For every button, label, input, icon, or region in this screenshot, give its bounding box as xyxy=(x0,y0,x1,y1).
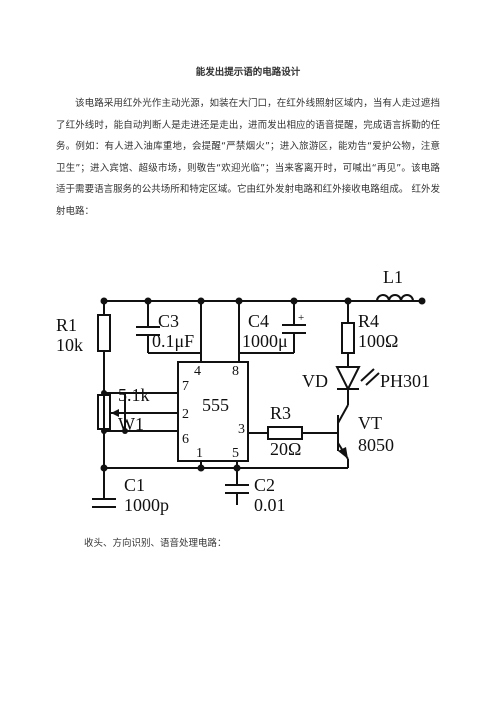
label-c1-value: 1000p xyxy=(124,495,169,515)
label-r1: R1 xyxy=(56,315,77,335)
label-r4-value: 100Ω xyxy=(358,331,398,351)
label-r4: R4 xyxy=(358,311,379,331)
wires xyxy=(92,294,422,508)
label-c2-value: 0.01 xyxy=(254,495,286,515)
label-vd-part: PH301 xyxy=(380,371,430,391)
label-w1: W1 xyxy=(118,414,144,434)
pin-5-label: 5 xyxy=(232,446,239,461)
pin-3-label: 3 xyxy=(238,422,245,437)
label-c3-value: 0.1μF xyxy=(152,331,194,351)
label-l1: L1 xyxy=(383,267,403,287)
pin-1-label: 1 xyxy=(196,446,203,461)
led-symbol xyxy=(335,366,380,392)
label-r3-value: 20Ω xyxy=(270,439,301,459)
label-c3: C3 xyxy=(158,311,179,331)
label-c1: C1 xyxy=(124,475,145,495)
label-c2: C2 xyxy=(254,475,275,495)
label-w1-value: 5.1k xyxy=(118,385,150,405)
pin-2-label: 2 xyxy=(182,407,189,422)
emitter-arrow xyxy=(338,447,348,459)
junction-dots xyxy=(100,297,426,472)
circuit-schematic: L1 R1 10k C3 0.1μF C4 + 1000μ R4 100Ω VD… xyxy=(56,267,430,515)
wiper-arrow xyxy=(111,409,119,417)
receiver-caption: 收头、方向识别、语音处理电路： xyxy=(84,538,227,549)
ic-555-body xyxy=(177,361,249,462)
pin-7-label: 7 xyxy=(182,379,189,394)
pin-4-label: 4 xyxy=(194,364,201,379)
pin-6-label: 6 xyxy=(182,432,189,447)
label-r3: R3 xyxy=(270,403,291,423)
label-vd: VD xyxy=(302,371,328,391)
pin-8-label: 8 xyxy=(232,364,239,379)
label-c4: C4 xyxy=(248,311,269,331)
label-r1-value: 10k xyxy=(56,335,83,355)
label-c4-value: 1000μ xyxy=(242,331,288,351)
label-vt-part: 8050 xyxy=(358,435,394,455)
label-vt: VT xyxy=(358,413,382,433)
body-paragraph: 该电路采用红外光作主动光源，如装在大门口，在红外线照射区域内，当有人走过遮挡了红… xyxy=(56,98,440,217)
label-ic-name: 555 xyxy=(202,395,229,415)
label-c4-polarity: + xyxy=(298,312,304,324)
document-title: 能发出提示语的电路设计 xyxy=(195,67,301,78)
